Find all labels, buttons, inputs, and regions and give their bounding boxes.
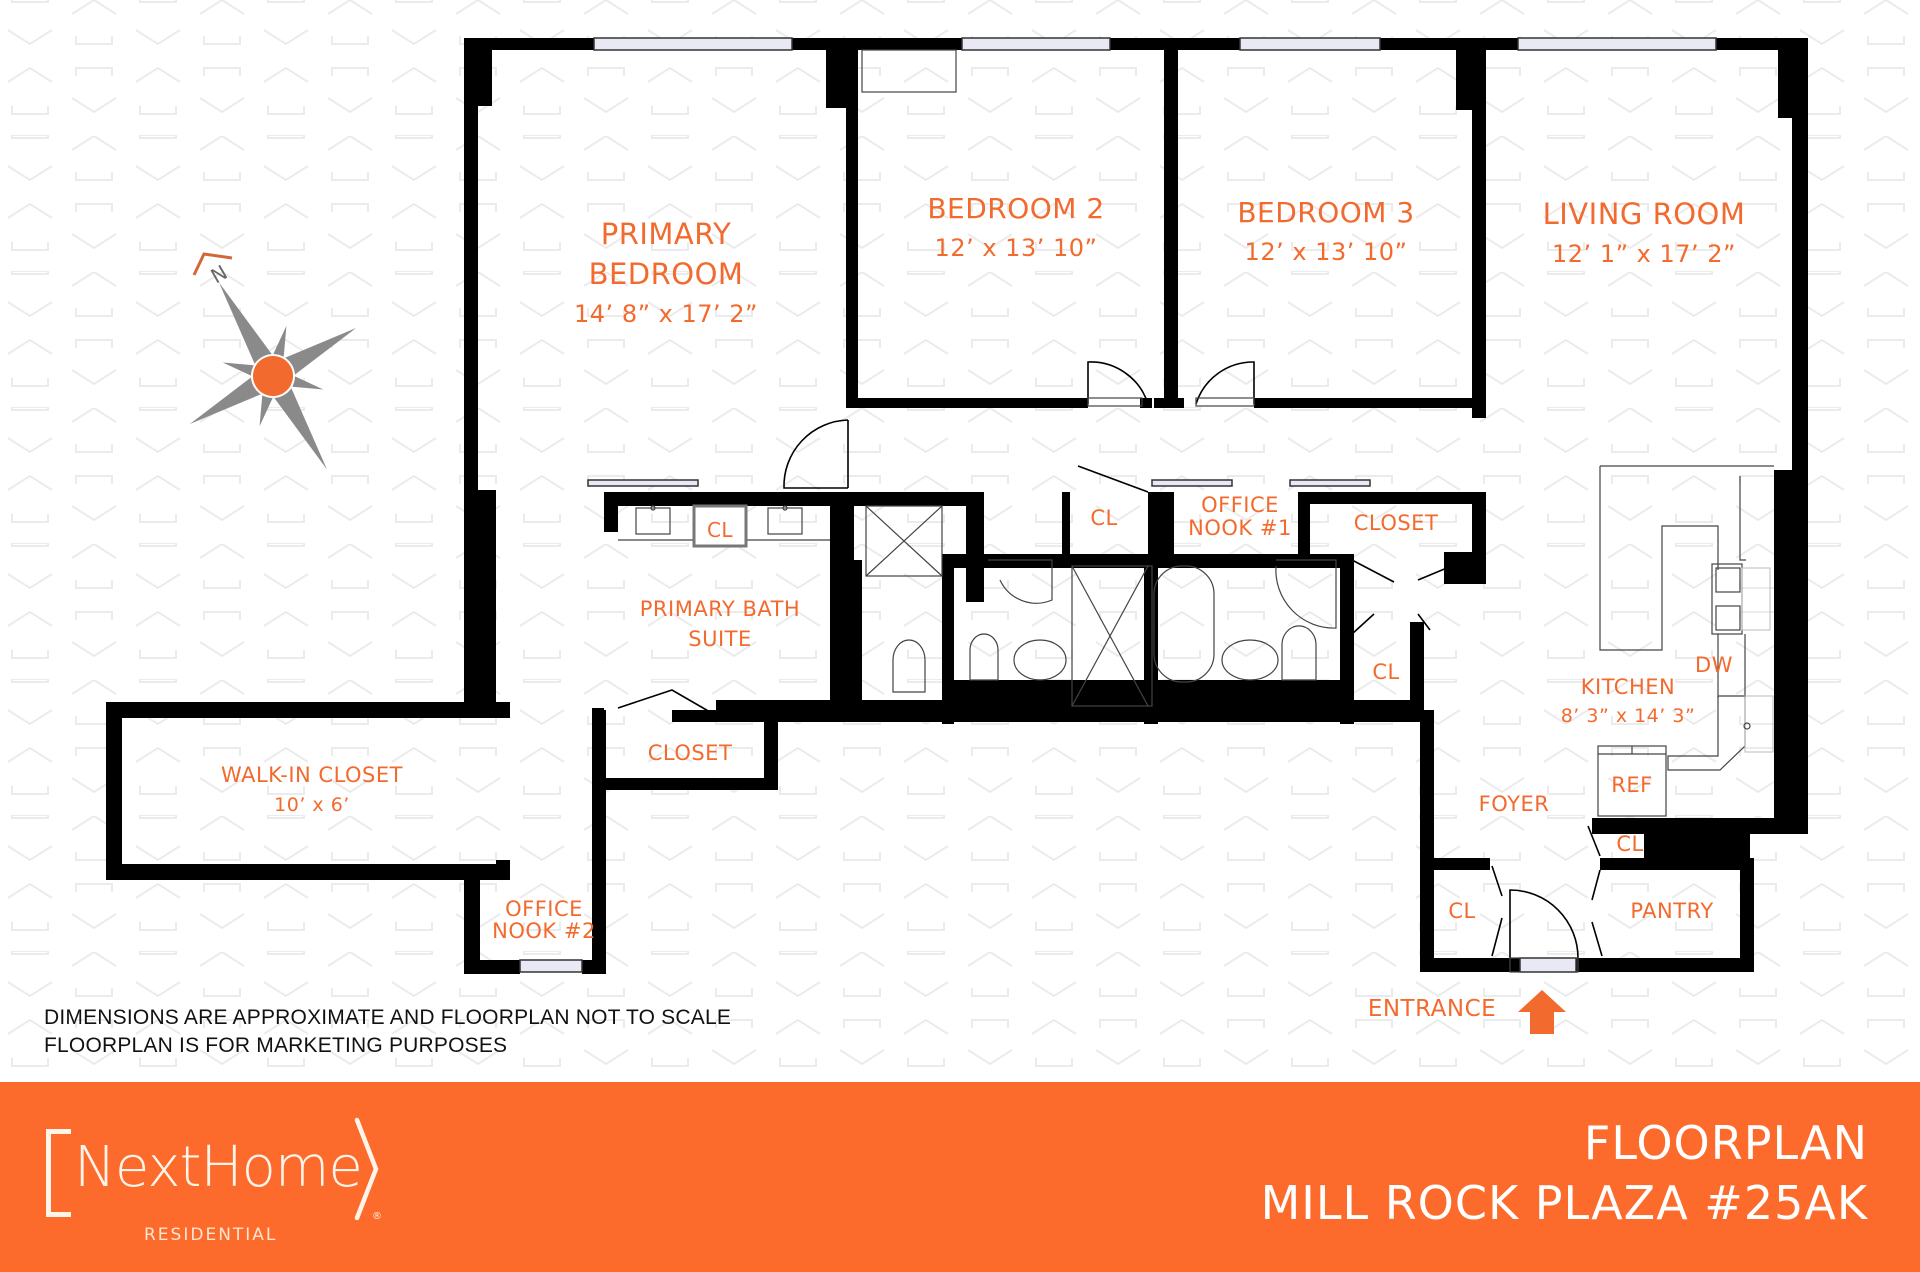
office-nook1-label-2: NOOK #1	[1188, 516, 1292, 540]
floorplan-drawing: N PRIMARY BEDROOM 14’ 8” x 17’ 2” BEDROO…	[0, 0, 1920, 1082]
foyer-cl-upper-label: CL	[1372, 660, 1399, 684]
disclaimer: DIMENSIONS ARE APPROXIMATE AND FLOORPLAN…	[44, 1004, 731, 1060]
bedroom2-dims: 12’ x 13’ 10”	[935, 234, 1098, 262]
floorplan-title: FLOORPLAN MILL ROCK PLAZA #25AK	[1261, 1114, 1868, 1234]
kitchen-label: KITCHEN	[1581, 675, 1676, 699]
bedroom2-label: BEDROOM 2	[927, 192, 1104, 225]
title-line-1: FLOORPLAN	[1583, 1116, 1868, 1170]
closet-hall-label: CLOSET	[1354, 511, 1439, 535]
entry-cl-label: CL	[1448, 899, 1475, 923]
windows	[519, 37, 1717, 973]
ref-label: REF	[1611, 773, 1652, 797]
primary-bath-label-2: SUITE	[688, 627, 752, 651]
pantry-label: PANTRY	[1630, 899, 1713, 923]
entrance-label: ENTRANCE	[1368, 996, 1496, 1022]
logo-bracket-icon	[46, 1129, 71, 1217]
primary-bath-label: PRIMARY BATH	[640, 597, 800, 621]
nexthome-logo: NextHome ® RESIDENTIAL	[42, 1115, 402, 1255]
title-line-2: MILL ROCK PLAZA #25AK	[1260, 1176, 1868, 1230]
office-nook2-label: OFFICE	[505, 897, 583, 921]
primary-bath-cl-label: CL	[707, 518, 733, 542]
logo-registered-mark: ®	[372, 1211, 382, 1222]
logo-text: NextHome	[74, 1135, 363, 1200]
living-room-dims: 12’ 1” x 17’ 2”	[1552, 240, 1736, 268]
logo-chevron-icon	[354, 1117, 379, 1221]
room-labels: PRIMARY BEDROOM 14’ 8” x 17’ 2” BEDROOM …	[221, 192, 1745, 943]
footer-banner: NextHome ® RESIDENTIAL FLOORPLAN MILL RO…	[0, 1082, 1920, 1272]
disclaimer-line-1: DIMENSIONS ARE APPROXIMATE AND FLOORPLAN…	[44, 1006, 732, 1029]
walls	[106, 38, 1808, 974]
floorplan-area: N PRIMARY BEDROOM 14’ 8” x 17’ 2” BEDROO…	[0, 0, 1920, 1082]
kitchen-cl-label: CL	[1616, 832, 1643, 856]
doors-fixtures	[617, 49, 1774, 973]
kitchen-dims: 8’ 3” x 14’ 3”	[1561, 705, 1696, 727]
dw-label: DW	[1695, 653, 1733, 677]
hall-cl-label: CL	[1090, 506, 1117, 530]
office-nook2-label-2: NOOK #2	[492, 919, 596, 943]
compass-rose-icon	[189, 282, 357, 470]
office-nook1-label: OFFICE	[1201, 493, 1279, 517]
disclaimer-line-2: FLOORPLAN IS FOR MARKETING PURPOSES	[44, 1034, 508, 1057]
living-room-label: LIVING ROOM	[1543, 197, 1746, 231]
north-marker	[192, 252, 233, 276]
logo-subtitle: RESIDENTIAL	[144, 1225, 278, 1245]
bedroom3-dims: 12’ x 13’ 10”	[1245, 238, 1408, 266]
walkin-closet-label: WALK-IN CLOSET	[221, 763, 403, 787]
closet-bath-label: CLOSET	[648, 741, 733, 765]
primary-bedroom-dims: 14’ 8” x 17’ 2”	[574, 300, 758, 328]
primary-bedroom-label-2: BEDROOM	[589, 257, 744, 291]
walkin-closet-dims: 10’ x 6’	[274, 794, 350, 816]
arrow-up-icon	[1518, 990, 1566, 1034]
primary-bedroom-label: PRIMARY	[601, 217, 732, 251]
bedroom3-label: BEDROOM 3	[1237, 196, 1414, 229]
foyer-label: FOYER	[1479, 792, 1550, 816]
